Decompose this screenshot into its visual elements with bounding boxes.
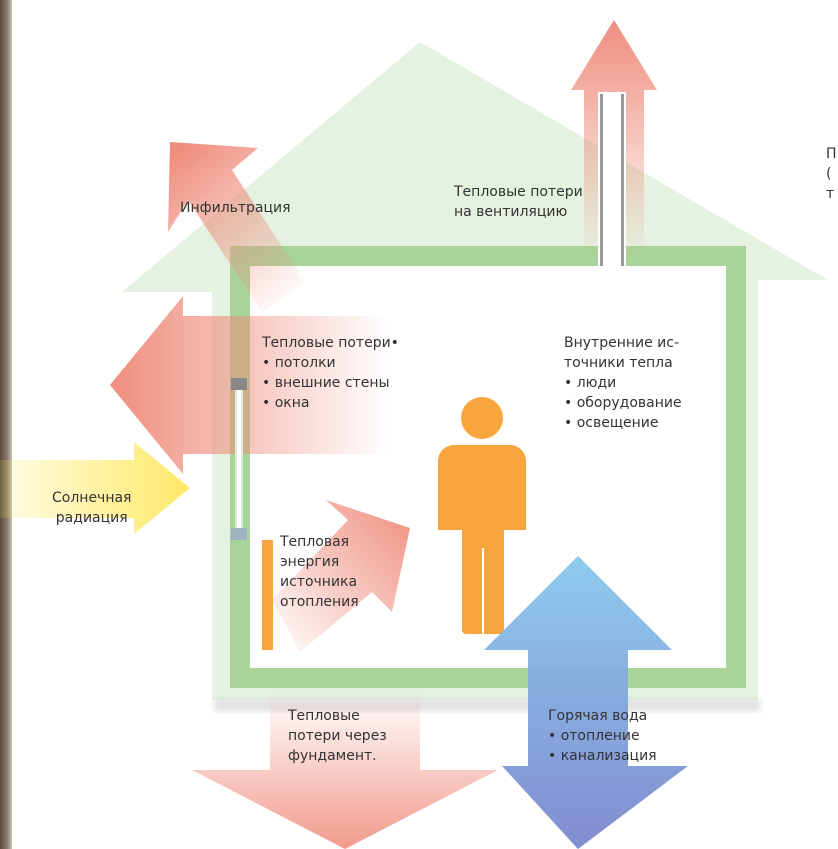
hot-water-arrow [484, 556, 688, 849]
cut-off-right-label: П ( т [826, 146, 837, 202]
solar-arrow [0, 442, 190, 534]
photo-edge-strip [0, 0, 12, 849]
solar-label: Солнечная радиация [52, 490, 132, 526]
window-icon [231, 378, 247, 540]
radiator-icon [262, 540, 273, 650]
internal-sources-label: Внутренние ис- точники тепла • люди • об… [564, 335, 682, 431]
infiltration-label: Инфильтрация [180, 200, 291, 216]
infiltration-arrow [168, 142, 305, 312]
envelope-heatloss-arrow [110, 296, 388, 474]
ventilation-arrow [571, 20, 657, 268]
hot-water-label: Горячая вода • отопление • канализация [548, 708, 657, 764]
heating-label: Тепловая энергия источника отопления [280, 534, 359, 610]
person-icon [438, 397, 526, 634]
foundation-label: Тепловые потери через фундамент. [288, 708, 387, 764]
ventilation-label: Тепловые потери на вентиляцию [454, 184, 583, 220]
foundation-arrow [192, 692, 498, 849]
envelope-heatloss-label: Тепловые потери• • потолки • внешние сте… [262, 335, 399, 411]
heating-arrow [272, 500, 410, 652]
